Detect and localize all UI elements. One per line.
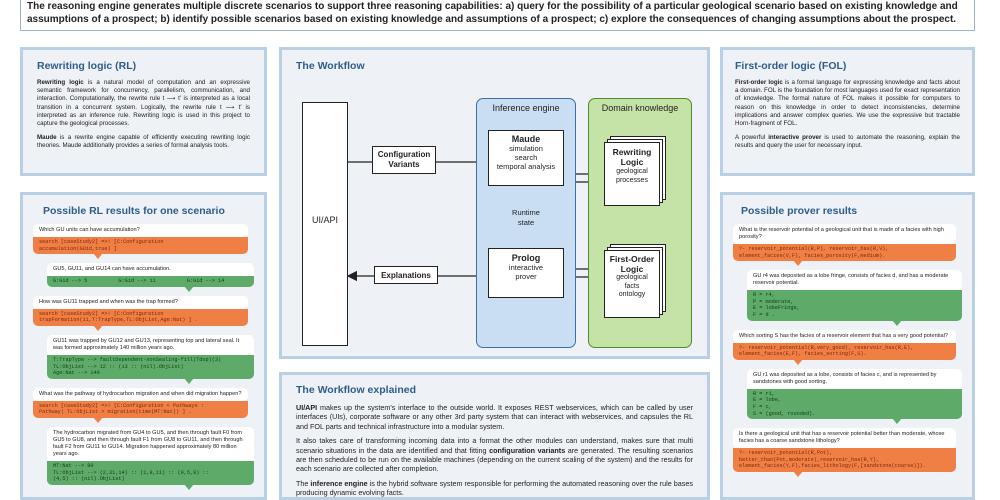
query-code: ?- reservoir_potential(R,very_good), res… (733, 342, 956, 365)
answer-code: G:Gid --> 5 G:Gid --> 11 G:Gid --> 14 (47, 276, 254, 292)
prover-result-1: What is the reservoir potential of a geo… (733, 224, 962, 327)
wfx-text-2b: are generated. The resulting scenarios a… (296, 445, 693, 474)
first-order-logic-box: First-Order Logic geological facts ontol… (604, 250, 660, 318)
fol-text-2a: A powerful (735, 134, 769, 142)
fol-paragraph-1: First-order logic is a formal language f… (735, 79, 960, 128)
query-code: ?- reservoir_potential(R,Pot), better_th… (733, 448, 956, 477)
answer-bubble: GU5, GU11, and GU14 can have accumulatio… (47, 263, 254, 277)
workflow-explained-panel: The Workflow explained UI/API makes up t… (279, 372, 710, 500)
rl-term: Rewriting logic (37, 79, 84, 86)
wfx-paragraph-3: The inference engine is the hybrid softw… (296, 478, 693, 498)
rwl-subtitle: geological processes (616, 168, 648, 184)
answer-bubble: The hydrocarbon migrated from GU4 to GU5… (47, 426, 254, 461)
maude-term: Maude (37, 134, 57, 142)
header-banner: The reasoning engine generates multiple … (20, 0, 975, 31)
answer-code: MT:Nat --> 80 TL:ObjList --> (2,31,14) :… (47, 460, 254, 490)
rl-result-2: How was GU11 trapped and when was the tr… (33, 295, 254, 384)
question-bubble: Which GU units can have accumulation? (33, 224, 248, 237)
rl-text: is a natural model of computation and an… (37, 79, 250, 128)
inference-engine-label: Inference engine (492, 103, 560, 113)
fol-text: is a formal language for expressing know… (735, 79, 960, 128)
fol-text-2b: is used to automate the reasoning, expla… (735, 134, 960, 150)
wfx-paragraph-2: It also takes care of transforming incom… (296, 436, 693, 474)
wfx-text-2a: It also takes care of transforming incom… (296, 436, 693, 455)
query-code: search [caseStudy2] =>! [C:Configuration… (33, 237, 248, 260)
rewriting-logic-stack: Rewriting Logic geological processes (604, 136, 666, 212)
wfx-text-1: makes up the system's interface to the o… (296, 403, 693, 431)
wfx-paragraph-1: UI/API makes up the system's interface t… (296, 403, 693, 431)
answer-code: T:TrapType --> faultDependent-nonSealing… (47, 354, 254, 384)
workflow-title: The Workflow (296, 60, 365, 72)
fol-subtitle: geological facts ontology (616, 274, 648, 298)
workflow-explained-title: The Workflow explained (296, 384, 416, 396)
answer-bubble: GU11 was trapped by GU12 and GU13, repre… (47, 334, 254, 355)
fol-term: First-order logic (735, 79, 783, 86)
first-order-logic-panel: First-order logic (FOL) First-order logi… (720, 47, 975, 176)
inference-engine-term: inference engine (310, 478, 368, 488)
ui-api-label: UI/API (311, 215, 338, 225)
prolog-box: Prolog interactive prover (488, 248, 564, 298)
prolog-title: Prolog (511, 253, 541, 263)
interactive-prover-term: interactive prover (768, 134, 822, 142)
prover-result-3: Is there a geological unit that has a re… (733, 428, 962, 477)
wfx-text-3b: is the hybrid software system responsibl… (296, 478, 693, 498)
config-variants-term: configuration variants (489, 445, 566, 455)
rl-title: Rewriting logic (RL) (37, 60, 137, 72)
maude-subtitle: simulation search temporal analysis (496, 144, 556, 171)
domain-knowledge-label: Domain knowledge (601, 103, 679, 113)
rl-paragraph-2: Maude is a rewrite engine capable of eff… (37, 134, 250, 150)
answer-bubble: GU r4 was deposited as a lobe fringe, co… (747, 270, 962, 291)
query-code: search [caseStudy2] =>! [C:Configuration… (33, 400, 248, 424)
question-bubble: Is there a geological unit that has a re… (733, 428, 956, 449)
prover-results-panel: Possible prover results What is the rese… (720, 192, 975, 500)
fol-paragraph-2: A powerful interactive prover is used to… (735, 134, 960, 150)
query-code: ?- reservoir_potential(R,P), reservoir_h… (733, 244, 956, 267)
rl-results-title: Possible RL results for one scenario (43, 205, 225, 217)
rwl-title: Rewriting Logic (612, 147, 652, 167)
workflow-diagram: UI/API Configuration Variants Explanatio… (298, 84, 698, 354)
answer-bubble: GU r1 was deposited as a lobe, consists … (747, 368, 962, 389)
answer-code: R = r1, E = lobe, F = c, S = (good, roun… (747, 388, 962, 425)
maude-box: Maude simulation search temporal analysi… (488, 130, 564, 186)
rl-paragraph-1: Rewriting logic is a natural model of co… (37, 79, 250, 128)
question-bubble: What was the pathway of hydrocarbon migr… (33, 387, 248, 401)
query-code: search [caseStudy2] =>! [C:Configuration… (33, 308, 248, 332)
first-order-logic-stack: First-Order Logic geological facts ontol… (604, 244, 666, 322)
runtime-state-label: Runtime state (512, 208, 540, 227)
prolog-subtitle: interactive prover (508, 263, 544, 281)
question-bubble: How was GU11 trapped and when was the tr… (33, 295, 248, 309)
wfx-text-3a: The (296, 478, 311, 488)
ui-api-box: UI/API (302, 102, 348, 346)
rewriting-logic-panel: Rewriting logic (RL) Rewriting logic is … (20, 47, 267, 176)
workflow-panel: The Workflow UI/API (279, 47, 710, 359)
fol-title: First-Order Logic (609, 254, 655, 274)
question-bubble: What is the reservoir potential of a geo… (733, 224, 956, 244)
config-variants-box: Configuration Variants (372, 146, 436, 174)
ui-api-term: UI/API (296, 403, 318, 412)
fol-panel-title: First-order logic (FOL) (735, 60, 847, 72)
prover-results-title: Possible prover results (741, 205, 858, 217)
answer-code: R = r4, P = moderate, E = lobeFringe, F … (747, 290, 962, 327)
explanations-box: Explanations (374, 266, 438, 284)
rewriting-logic-box: Rewriting Logic geological processes (604, 142, 660, 206)
rl-results-panel: Possible RL results for one scenario Whi… (20, 192, 267, 500)
rl-result-1: Which GU units can have accumulation? se… (33, 224, 254, 292)
header-text: The reasoning engine generates multiple … (27, 1, 958, 25)
question-bubble: Which sorting S has the facies of a rese… (733, 329, 956, 343)
maude-title: Maude (511, 134, 541, 144)
rl-result-3: What was the pathway of hydrocarbon migr… (33, 387, 254, 490)
prover-result-2: Which sorting S has the facies of a rese… (733, 329, 962, 425)
maude-text: is a rewrite engine capable of efficient… (37, 134, 250, 150)
